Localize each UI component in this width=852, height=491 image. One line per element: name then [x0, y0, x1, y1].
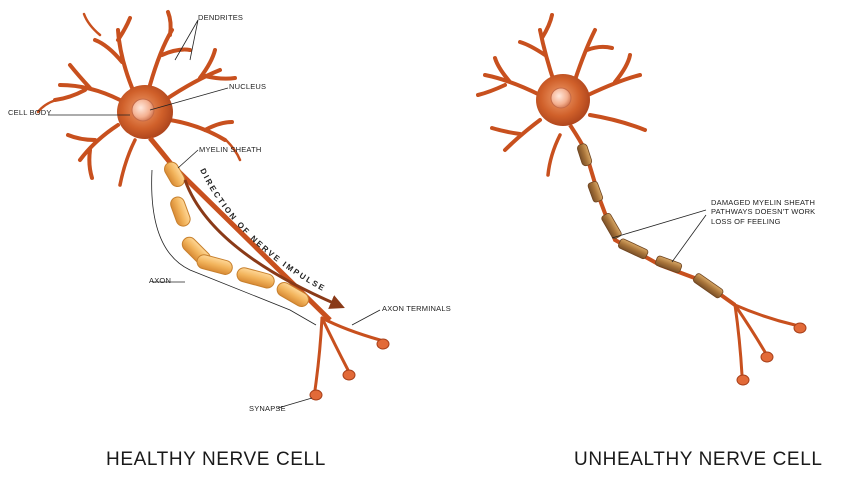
unhealthy-synapse-buttons: [737, 323, 806, 385]
damage-leader-lines: [612, 210, 706, 262]
label-synapse: SYNAPSE: [249, 404, 286, 413]
label-axon: AXON: [149, 276, 171, 285]
unhealthy-caption: UNHEALTHY NERVE CELL: [574, 449, 823, 471]
label-nucleus: NUCLEUS: [229, 82, 266, 91]
label-axon-terminals: AXON TERMINALS: [382, 304, 451, 313]
damage-line-2: PATHWAYS DOESN'T WORK: [711, 207, 815, 216]
healthy-caption: HEALTHY NERVE CELL: [106, 449, 326, 471]
damage-line-1: DAMAGED MYELIN SHEATH: [711, 198, 815, 207]
label-cell-body: CELL BODY: [8, 108, 52, 117]
damage-line-3: LOSS OF FEELING: [711, 217, 815, 226]
label-damaged-myelin: DAMAGED MYELIN SHEATH PATHWAYS DOESN'T W…: [711, 198, 815, 226]
label-dendrites: DENDRITES: [198, 13, 243, 22]
healthy-neuron: DIRECTION OF NERVE IMPULSE: [38, 12, 389, 408]
label-myelin-sheath: MYELIN SHEATH: [199, 145, 261, 154]
synapse-buttons: [310, 339, 389, 400]
unhealthy-nucleus: [551, 88, 571, 108]
unhealthy-axon-terminals: [735, 305, 795, 375]
